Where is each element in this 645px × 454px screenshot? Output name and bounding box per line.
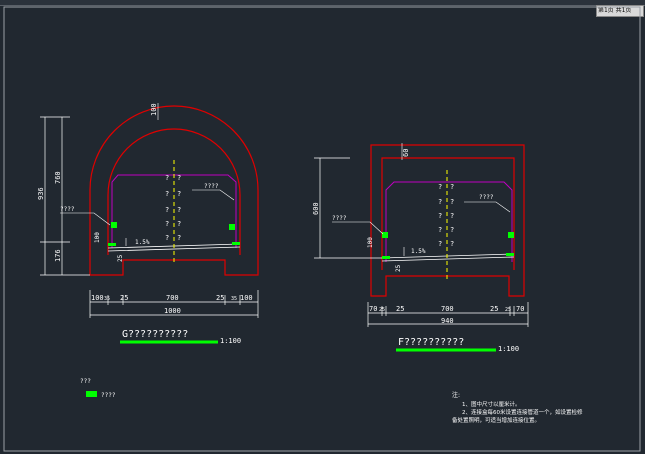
svg-text:?: ? [438, 212, 442, 220]
svg-text:?: ? [450, 226, 454, 234]
dim-side-25-g: 25 [117, 254, 124, 262]
pipe-left-f [382, 232, 388, 238]
label-left-f: ???? [332, 215, 347, 222]
clearance-f [385, 181, 513, 262]
clearance-g [111, 174, 237, 248]
dim-height-f: 600 [312, 202, 320, 215]
page-indicator[interactable]: 第1页共1页 [596, 5, 644, 17]
svg-text:?: ? [165, 234, 169, 242]
pipe-right-f [508, 232, 514, 238]
title-g: G?????????? [122, 329, 188, 340]
legend: ??? ???? [80, 378, 116, 399]
dim-height-total-g: 936 [37, 187, 45, 200]
svg-text:?: ? [165, 206, 169, 214]
dim-b1-f: 25 [396, 305, 404, 313]
dim-b3-f: 25 [490, 305, 498, 313]
dim-b-small-r-g: 35 [231, 296, 237, 302]
dim-height-upper-g: 760 [54, 171, 62, 184]
dim-total-g: 1000 [164, 307, 181, 315]
slope-g: 1.5% [135, 239, 150, 246]
svg-text:?: ? [165, 190, 169, 198]
svg-text:?: ? [177, 220, 181, 228]
title-f: F?????????? [398, 337, 464, 348]
vertical-dims-f [314, 157, 382, 259]
svg-text:?: ? [177, 206, 181, 214]
svg-text:?: ? [438, 240, 442, 248]
svg-text:?: ? [177, 234, 181, 242]
pipe-left-g [111, 222, 117, 228]
svg-text:?: ? [450, 183, 454, 191]
dim-side-25-f: 25 [395, 264, 402, 272]
scale-f: 1:100 [498, 345, 519, 353]
scale-g: 1:100 [220, 337, 241, 345]
legend-title: ??? [80, 378, 91, 385]
svg-text:?: ? [438, 183, 442, 191]
dim-b0-f: 70 [369, 305, 377, 313]
dim-b4-f: 70 [516, 305, 524, 313]
notes-line2: 2、连接盒每60米设置连接管道一个，如设置检修 [462, 408, 583, 416]
marks-f: ? ? ? ? ? ? ? ? ? ? [438, 183, 454, 248]
curb-left-g [108, 243, 116, 246]
label-right-g: ???? [204, 183, 219, 190]
inner-frame-f [381, 157, 515, 270]
dim-b-small-f: 25 [379, 307, 385, 313]
section-f: 600 60 100 25 1.5% ???? ???? ? ? ? ? ? ?… [312, 143, 529, 353]
dim-total-f: 940 [441, 317, 454, 325]
dim-b0-g: 100 [91, 294, 104, 302]
svg-text:?: ? [177, 174, 181, 182]
curb-right-g [232, 242, 240, 245]
svg-text:?: ? [177, 190, 181, 198]
label-right-f: ???? [479, 194, 494, 201]
svg-text:?: ? [165, 220, 169, 228]
dim-height-lower-g: 176 [54, 249, 62, 262]
svg-text:?: ? [438, 198, 442, 206]
dim-b4-g: 100 [240, 294, 253, 302]
dim-b2-f: 700 [441, 305, 454, 313]
outer-lining-g [89, 105, 259, 276]
marks-g: ? ? ? ? ? ? ? ? ? ? [165, 174, 181, 242]
top-toolbar-strip [0, 0, 645, 6]
deck-f [381, 253, 515, 262]
svg-text:?: ? [438, 226, 442, 234]
slope-f: 1.5% [411, 248, 426, 255]
outer-frame-f [370, 144, 525, 297]
dim-b-small-g: 35 [104, 296, 110, 302]
legend-item: ???? [101, 392, 116, 399]
label-left-g: ???? [60, 206, 75, 213]
notes-line3: 备处置照明，可适当增加连接位置。 [452, 416, 540, 424]
dim-side-100-g: 100 [94, 232, 101, 243]
inner-lining-g [107, 128, 241, 255]
svg-text:?: ? [165, 174, 169, 182]
notes-heading: 注: [452, 391, 460, 399]
dim-b3-g: 25 [216, 294, 224, 302]
dim-top-offset-g: 100 [150, 103, 158, 116]
curb-left-f [382, 256, 390, 259]
drawing-border [3, 6, 641, 452]
section-g: 936 760 176 100 100 25 1.5% ???? ???? ? … [37, 103, 259, 345]
dim-b-small-r-f: 25 [505, 307, 511, 313]
dim-top-offset-f: 60 [402, 149, 410, 157]
horizontal-dims-g [89, 290, 259, 318]
svg-text:?: ? [450, 240, 454, 248]
legend-swatch [86, 391, 97, 397]
dim-b1-g: 25 [120, 294, 128, 302]
notes: 注: 1、图中尺寸以厘米计。 2、连接盒每60米设置连接管道一个，如设置检修 备… [452, 391, 583, 424]
curb-right-f [506, 253, 514, 256]
page-current: 第1页 [598, 7, 614, 14]
dim-b2-g: 700 [166, 294, 179, 302]
horizontal-dims-f [367, 302, 529, 327]
notes-line1: 1、图中尺寸以厘米计。 [462, 400, 521, 408]
svg-text:?: ? [450, 198, 454, 206]
page-total: 共1页 [615, 7, 632, 14]
svg-text:?: ? [450, 212, 454, 220]
pipe-right-g [229, 224, 235, 230]
dim-side-100-f: 100 [367, 237, 374, 248]
vertical-dims-g [40, 116, 90, 276]
